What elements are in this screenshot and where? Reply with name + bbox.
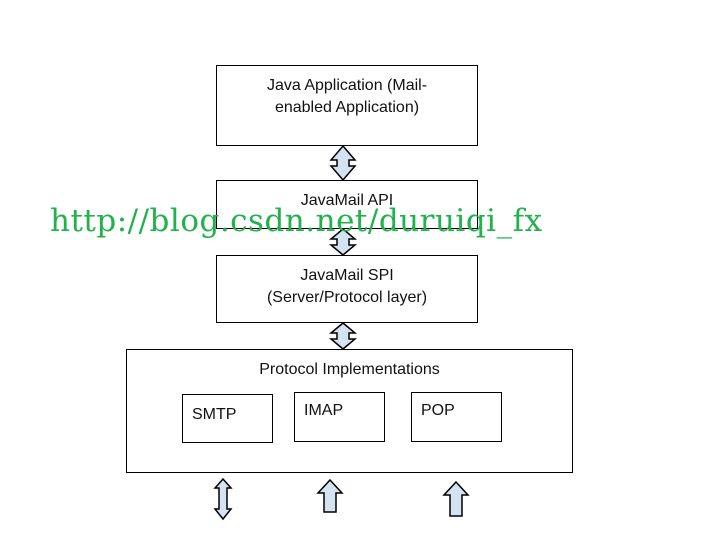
spi-impl-arrow (328, 322, 358, 350)
imap-label: IMAP (304, 402, 344, 419)
javamail-spi-box: JavaMail SPI (Server/Protocol layer) (216, 255, 478, 323)
smtp-arrow (213, 477, 233, 521)
pop-arrow (442, 480, 470, 517)
blog-watermark: http://blog.csdn.net/duruiqi_fx (50, 203, 543, 239)
javamail-api-label: JavaMail API (300, 192, 394, 209)
smtp-label: SMTP (192, 406, 237, 423)
smtp-box: SMTP (182, 394, 273, 443)
protocol-implementations-label: Protocol Implementations (259, 361, 440, 378)
imap-box: IMAP (294, 392, 385, 442)
imap-arrow (316, 478, 344, 513)
java-application-box: Java Application (Mail- enabled Applicat… (216, 65, 478, 146)
app-api-arrow (329, 144, 357, 182)
javamail-api-box: JavaMail API (216, 180, 478, 229)
javamail-spi-label: JavaMail SPI (Server/Protocol layer) (266, 267, 428, 306)
java-application-label: Java Application (Mail- enabled Applicat… (266, 77, 428, 116)
pop-box: POP (411, 392, 502, 442)
pop-label: POP (421, 402, 455, 419)
